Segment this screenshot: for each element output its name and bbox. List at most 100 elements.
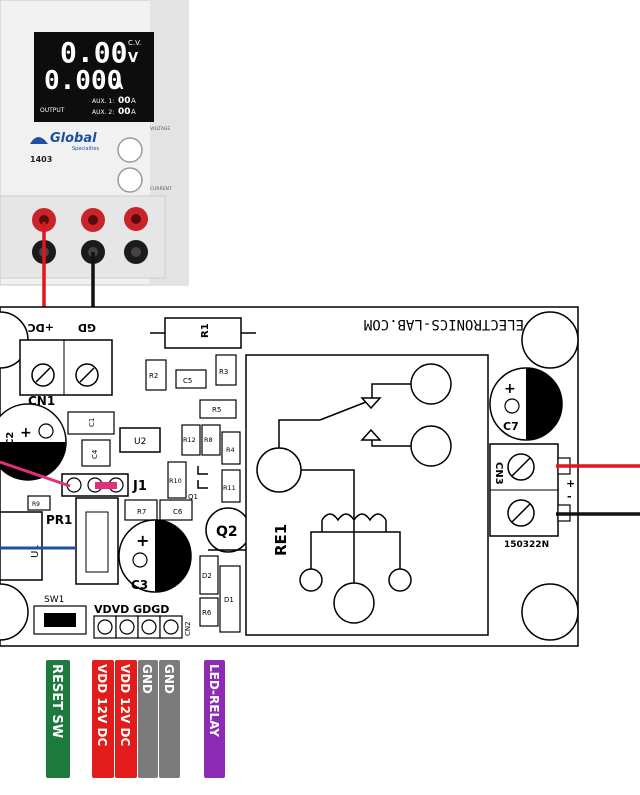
- r9-label: R9: [32, 501, 40, 508]
- d1-diode: [219, 565, 241, 633]
- relay-pin-com: [256, 447, 302, 493]
- current-knob[interactable]: [117, 167, 143, 193]
- relay-switch-icon: [278, 383, 411, 448]
- c2-plus-icon: +: [20, 425, 32, 441]
- psu-terminals: [32, 207, 148, 264]
- relay-pin-nc: [410, 425, 452, 467]
- legend-vdd-2-label: VDD 12V DC: [118, 664, 132, 747]
- relay-pin-no: [410, 363, 452, 405]
- relay-coil-pin-1: [299, 568, 323, 592]
- r2-resistor: [145, 359, 167, 391]
- r7-resistor: [124, 499, 158, 521]
- r5-resistor: [199, 399, 237, 419]
- r9-resistor: [27, 495, 51, 511]
- relay-pin-common: [333, 582, 375, 624]
- u2-label: U2: [134, 437, 146, 447]
- r12-label: R12: [183, 436, 196, 444]
- psu-model: 1403: [30, 155, 52, 164]
- legend-gnd-2-label: GND: [162, 664, 176, 694]
- power-supply: 0.00 V C.V. 0.000 A AUX. 1: 00 A OUTPUT …: [0, 0, 189, 286]
- legend-vdd-1-label: VDD 12V DC: [95, 664, 109, 747]
- psu-brand: Global: [50, 131, 97, 146]
- cn3-minus-label: -: [567, 490, 572, 503]
- c7-label: C7: [503, 420, 519, 433]
- c3-label: C3: [131, 578, 148, 592]
- u1-label: U1: [30, 544, 41, 558]
- cn3-label: CN3: [493, 462, 504, 485]
- c1-label: C1: [88, 418, 96, 427]
- cn2-header: [93, 615, 183, 639]
- psu-aux1-label: AUX. 1:: [92, 98, 114, 105]
- c5-capacitor: [175, 369, 207, 389]
- d2-diode: [199, 555, 219, 595]
- legend-gnd-1: [138, 660, 158, 778]
- relay-coil-pin-2: [388, 568, 412, 592]
- psu-aux1-value: 00: [118, 96, 131, 106]
- c2-label: C2: [5, 432, 16, 446]
- r10-resistor: [167, 461, 187, 499]
- cn2-label: CN2: [184, 621, 192, 636]
- j1-jumper-cap[interactable]: [95, 482, 117, 489]
- brand-logo-icon: [30, 137, 48, 144]
- q1-outline: [197, 466, 208, 475]
- psu-voltage-readout: 0.00: [60, 36, 127, 69]
- voltage-knob[interactable]: [117, 137, 143, 163]
- sw1-reset-button[interactable]: [44, 613, 76, 627]
- voltage-knob-label: VOLTAGE: [150, 126, 170, 132]
- u1-ic: [0, 511, 43, 581]
- relay-coil-icon: [301, 469, 401, 583]
- r11-label: R11: [223, 484, 236, 492]
- psu-aux2-value: 00: [118, 107, 131, 117]
- r10-label: R10: [169, 477, 182, 485]
- u2-ic: [119, 427, 161, 453]
- q1-label: Q1: [188, 493, 198, 501]
- r7-label: R7: [137, 508, 146, 516]
- r4-resistor: [221, 431, 241, 465]
- board-url-text: ELECTRONICS-LAB.COM: [364, 316, 524, 332]
- r5-label: R5: [212, 406, 221, 414]
- r11-resistor: [221, 469, 241, 503]
- legend-gnd-2: [159, 660, 180, 778]
- pr1-label: PR1: [46, 513, 72, 527]
- r12-resistor: [181, 424, 201, 456]
- legend-gnd-1-label: GND: [140, 664, 154, 694]
- mounting-hole-top-right: [521, 311, 579, 369]
- re1-label: RE1: [272, 524, 290, 556]
- psu-voltage-unit: V: [128, 51, 138, 66]
- mounting-hole-bottom-right: [521, 583, 579, 641]
- psu-cv-label: C.V.: [128, 39, 141, 47]
- psu-current-unit: A: [114, 78, 124, 92]
- c6-label: C6: [173, 508, 183, 516]
- sw1-label: SW1: [44, 595, 64, 605]
- r6-label: R6: [202, 609, 212, 617]
- psu-output-label: OUTPUT: [40, 107, 65, 114]
- psu-current-readout: 0.000: [44, 66, 122, 96]
- j1-label: J1: [132, 479, 147, 494]
- r8-resistor: [201, 424, 221, 456]
- pcb-board: ELECTRONICS-LAB.COM 150322N +DC GD CN1 R…: [0, 306, 579, 647]
- r6-resistor: [199, 597, 219, 627]
- cn1-terminal-block: [19, 339, 113, 396]
- r8-label: R8: [204, 436, 213, 444]
- pink-wire: [0, 460, 71, 488]
- psu-brand-sub: Specialties: [72, 146, 99, 152]
- r1-label: R1: [200, 323, 211, 338]
- cn3-plus-label: +: [566, 477, 575, 490]
- r2-label: R2: [149, 372, 158, 380]
- cn1-dc-plus-label: +DC: [28, 321, 54, 334]
- c4-label: C4: [91, 449, 99, 459]
- c1-capacitor: [67, 411, 115, 435]
- legend-vdd-1: [92, 660, 114, 778]
- c7-plus-icon: +: [504, 381, 516, 397]
- psu-aux2-label: AUX. 2:: [92, 109, 114, 116]
- legend-vdd-2: [115, 660, 137, 778]
- c3-plus-icon: +: [136, 531, 149, 550]
- r4-label: R4: [226, 446, 235, 454]
- pin-legend: RESET SW VDD 12V DC VDD 12V DC GND GND L…: [46, 660, 225, 778]
- legend-led-relay: [204, 660, 225, 778]
- r3-resistor: [215, 354, 237, 386]
- d2-label: D2: [202, 572, 212, 580]
- psu-display: [34, 32, 154, 122]
